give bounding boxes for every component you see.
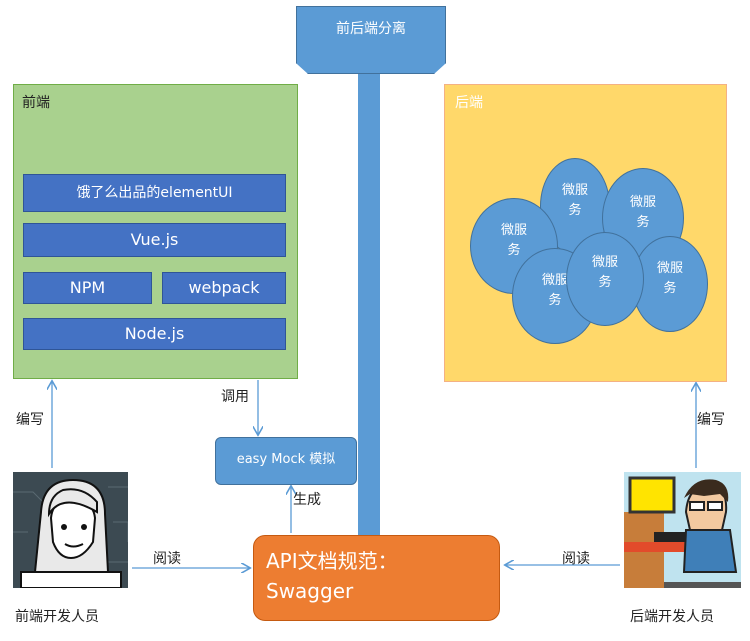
frontend-developer-avatar (13, 472, 128, 588)
easy-mock-box: easy Mock 模拟 (215, 437, 357, 485)
frontend-developer-icon (13, 478, 128, 588)
label-read-left: 阅读 (153, 551, 181, 567)
microservice-label: 务 (568, 203, 582, 218)
microservice-label: 微服 (629, 195, 656, 210)
swagger-box: API文档规范： Swagger (253, 535, 500, 621)
center-pillar (358, 72, 380, 536)
backend-developer-avatar (624, 472, 741, 588)
layer-npm: NPM (23, 272, 152, 304)
label-read-right: 阅读 (562, 551, 590, 567)
microservice-label: 微服 (500, 223, 527, 238)
microservice-label: 务 (636, 215, 650, 230)
microservice-label: 微服 (541, 273, 568, 288)
frontend-title: 前端 (22, 95, 50, 111)
microservice-label: 微服 (656, 261, 683, 276)
microservice-label: 务 (548, 293, 562, 308)
label-generate: 生成 (293, 492, 321, 508)
backend-title: 后端 (455, 95, 483, 111)
microservice-label: 微服 (561, 183, 588, 198)
layer-elementui: 饿了么出品的elementUI (23, 174, 286, 212)
backend-developer-label: 后端开发人员 (630, 609, 714, 625)
title-banner: 前后端分离 (296, 6, 446, 74)
microservice-label: 务 (598, 275, 612, 290)
label-write-right: 编写 (697, 412, 725, 428)
label-write-left: 编写 (16, 412, 44, 428)
microservice-node: 微服 务 (632, 236, 708, 332)
microservice-label: 务 (507, 243, 521, 258)
label-call: 调用 (221, 389, 249, 405)
layer-node: Node.js (23, 318, 286, 350)
swagger-line-1: API文档规范： (266, 549, 398, 573)
microservice-label: 务 (663, 281, 677, 296)
layer-webpack: webpack (162, 272, 286, 304)
swagger-line-2: Swagger (266, 579, 354, 603)
microservice-label: 微服 (591, 255, 618, 270)
backend-developer-icon (624, 476, 741, 588)
layer-vue: Vue.js (23, 223, 286, 257)
frontend-developer-label: 前端开发人员 (15, 609, 99, 625)
microservice-node: 微服 务 (566, 232, 644, 326)
